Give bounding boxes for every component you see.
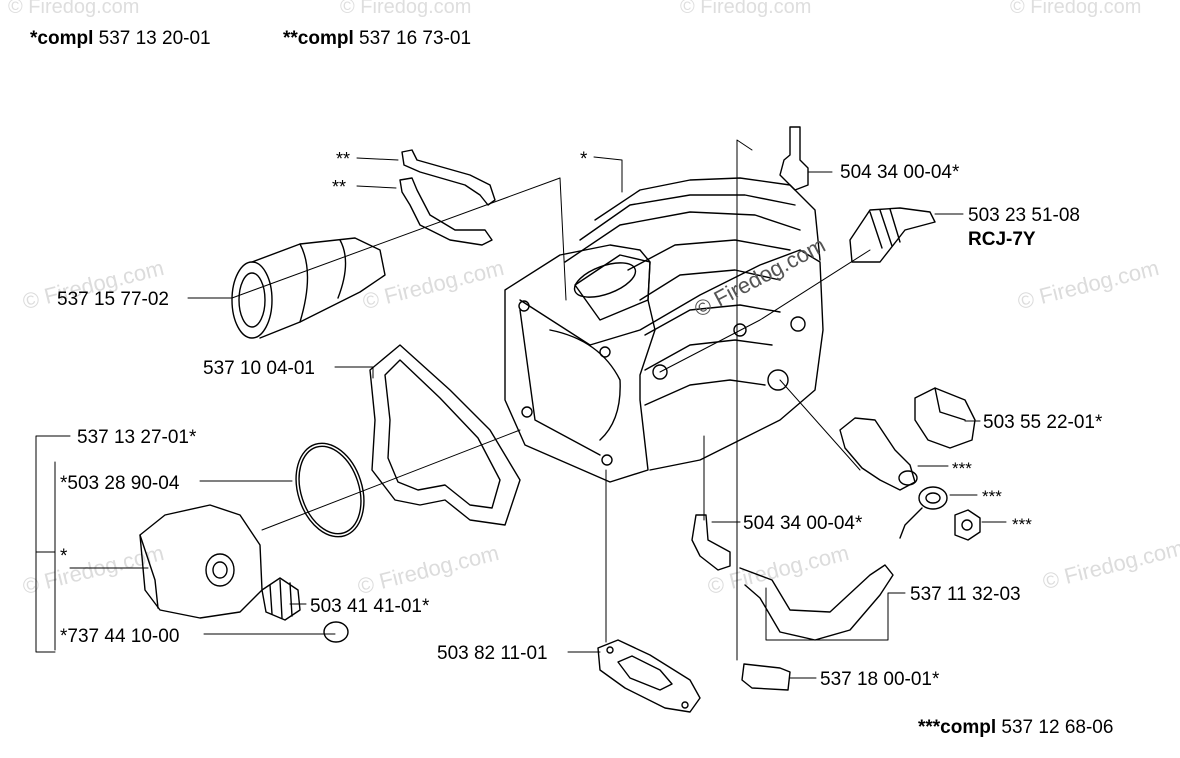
callout-filter: 537 18 00-01* <box>820 669 940 690</box>
callout-hose: 537 11 32-03 <box>910 584 1021 605</box>
callout-cylinder: * <box>580 149 588 170</box>
clamp-upper <box>401 149 496 206</box>
callout-elbow-top: 504 34 00-04* <box>840 162 960 183</box>
cylinder-gasket <box>369 344 521 526</box>
callout-gasket: 537 10 04-01 <box>203 358 315 379</box>
callout-clamp-upper: ** <box>336 149 351 169</box>
plug-screw <box>914 387 976 449</box>
callout-piston-kit: 537 13 27-01* <box>77 427 197 448</box>
intake-manifold <box>231 237 386 339</box>
circlip <box>323 621 349 643</box>
callout-spark-plug-type: RCJ-7Y <box>968 229 1036 250</box>
base-gasket <box>597 639 701 713</box>
compl-kit-3-number: 537 12 68-06 <box>1001 717 1114 738</box>
compl-kit-1-number: 537 13 20-01 <box>98 28 211 49</box>
callout-base-gasket: 503 82 11-01 <box>437 643 548 664</box>
banjo-washer <box>899 486 948 539</box>
compl-kit-3-prefix: ***compl <box>918 717 997 738</box>
watermark-top-1: © Firedog.com <box>8 0 140 18</box>
callout-bearing: 503 41 41-01* <box>310 596 430 617</box>
explosion-axes <box>231 177 871 531</box>
compl-kit-2: **compl 537 16 73-01 <box>283 29 471 48</box>
callout-circlip: *737 44 10-00 <box>60 626 180 647</box>
watermark-top-2: © Firedog.com <box>340 0 472 18</box>
compl-kit-2-number: 537 16 73-01 <box>359 28 472 49</box>
callout-nut: *** <box>1012 515 1032 534</box>
compl-kit-1-prefix: *compl <box>30 28 94 49</box>
compl-kit-3: ***compl 537 12 68-06 <box>918 718 1113 737</box>
compl-kit-2-prefix: **compl <box>283 28 354 49</box>
leader-lines <box>35 139 1007 679</box>
piston-ring <box>295 442 365 538</box>
callout-clamp-lower: ** <box>332 177 347 197</box>
compl-kit-1: *compl 537 13 20-01 <box>30 29 211 48</box>
hex-nut <box>954 509 981 541</box>
piston <box>139 504 263 619</box>
needle-bearing <box>261 577 301 621</box>
elbow-fitting-mid <box>691 514 731 571</box>
callout-piston: * <box>60 546 68 567</box>
callout-plug-screw: 503 55 22-01* <box>983 412 1103 433</box>
watermark-top-4: © Firedog.com <box>1010 0 1142 18</box>
spark-plug <box>849 207 936 263</box>
callout-valve: *** <box>952 459 972 478</box>
fuel-hose <box>739 564 894 641</box>
callout-ring: *503 28 90-04 <box>60 473 180 494</box>
clamp-lower <box>399 177 493 246</box>
filter <box>741 663 791 691</box>
watermark-top-3: © Firedog.com <box>680 0 812 18</box>
callout-spark-plug: 503 23 51-08 <box>968 205 1080 226</box>
valve-fitting <box>839 417 918 491</box>
callout-intake: 537 15 77-02 <box>57 289 169 310</box>
callout-banjo: *** <box>982 487 1002 506</box>
callout-elbow-mid: 504 34 00-04* <box>743 513 863 534</box>
elbow-fitting-top <box>779 126 809 191</box>
cylinder-block <box>504 177 824 483</box>
